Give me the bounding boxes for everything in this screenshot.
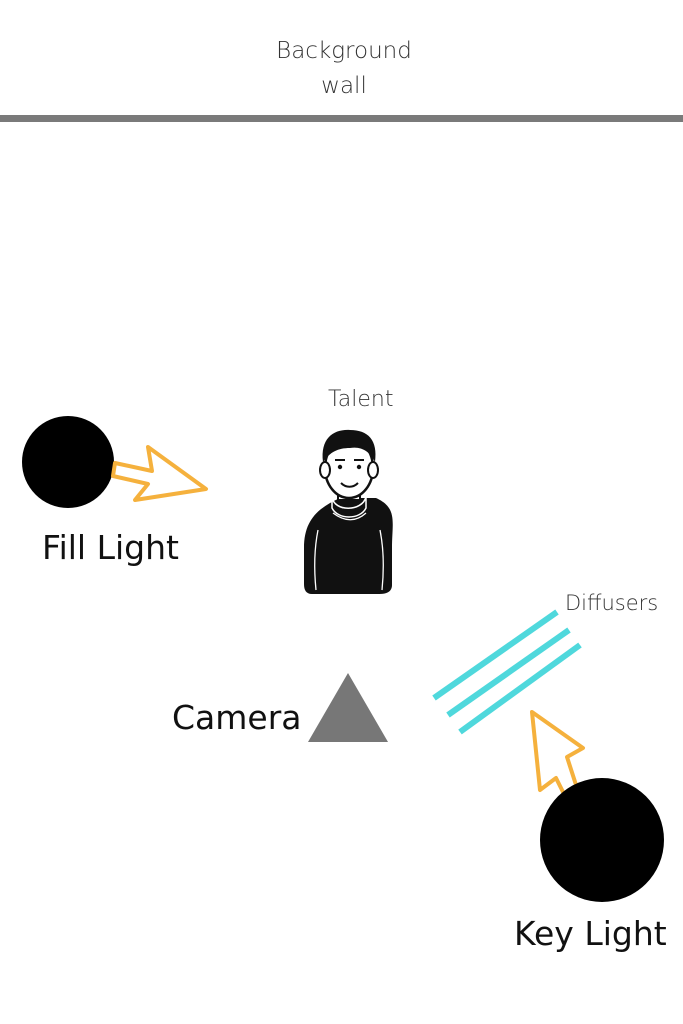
background-wall-label-line2: wall: [321, 73, 367, 99]
talent-person-icon: [304, 429, 393, 594]
fill-light-label: Fill Light: [42, 528, 179, 567]
diffusers-icon: [432, 609, 582, 735]
key-light-circle-icon: [540, 778, 664, 902]
background-wall-line: [0, 115, 683, 122]
key-light-label: Key Light: [514, 914, 667, 953]
camera-triangle-icon: [308, 673, 388, 742]
talent-label: Talent: [328, 387, 394, 412]
fill-light-circle-icon: [22, 416, 114, 508]
camera-label: Camera: [172, 698, 302, 737]
background-wall-label: Background wall: [244, 34, 444, 104]
diffusers-label: Diffusers: [565, 591, 659, 615]
fill-light-arrow-icon: [111, 445, 208, 502]
key-light-arrow-icon: [530, 710, 585, 796]
background-wall-label-line1: Background: [276, 38, 412, 64]
